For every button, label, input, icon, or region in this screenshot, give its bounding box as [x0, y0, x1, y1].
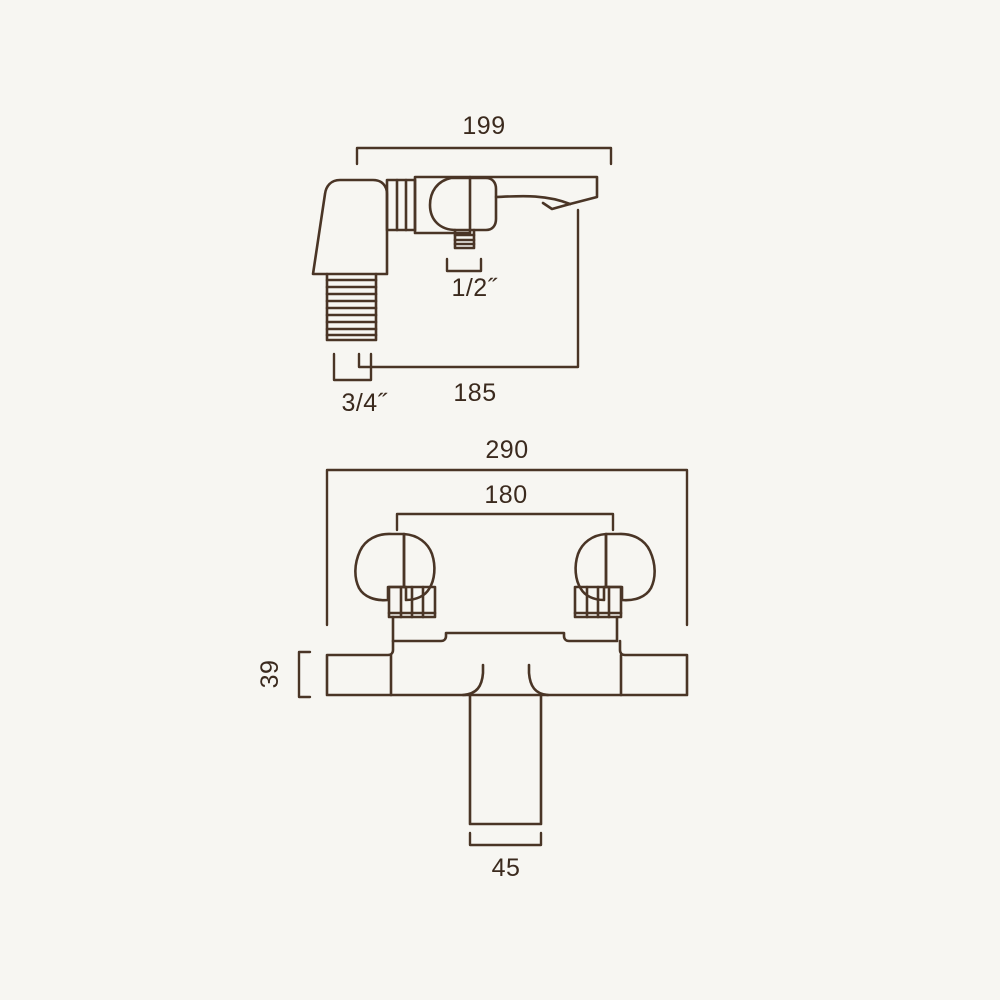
left-handle-collar — [387, 585, 437, 619]
main-body-bar — [325, 639, 689, 697]
dimension-bracket-39 — [297, 650, 312, 699]
right-handle-collar — [573, 585, 623, 619]
label-185: 185 — [453, 379, 496, 407]
label-199: 199 — [462, 112, 505, 140]
label-half-inch: 1/2˝ — [451, 274, 497, 302]
front-view-dimension-labels: 290 180 39 45 — [256, 436, 528, 882]
dimension-line-180 — [395, 512, 615, 532]
central-body-raised — [391, 615, 619, 643]
label-39: 39 — [256, 660, 284, 689]
dimension-line-199 — [355, 146, 613, 166]
outlet-thread-half-inch — [453, 228, 476, 250]
label-180: 180 — [484, 481, 527, 509]
shower-handle-body — [311, 178, 389, 276]
label-290: 290 — [485, 436, 528, 464]
dimension-line-290 — [325, 468, 689, 627]
inlet-thread-three-quarter — [325, 272, 378, 342]
side-elevation-view — [311, 146, 613, 382]
diverter-head — [428, 176, 498, 232]
central-spout — [461, 663, 550, 826]
dimension-bracket-45 — [468, 831, 543, 847]
label-three-quarter-inch: 3/4˝ — [341, 389, 387, 417]
front-elevation-view — [297, 468, 689, 847]
dimension-bracket-half-inch — [445, 257, 483, 273]
label-45: 45 — [492, 854, 521, 882]
dimension-line-185 — [357, 208, 580, 369]
spout-arm — [468, 175, 599, 211]
side-view-dimension-labels: 199 1/2˝ 185 3/4˝ — [341, 112, 505, 417]
